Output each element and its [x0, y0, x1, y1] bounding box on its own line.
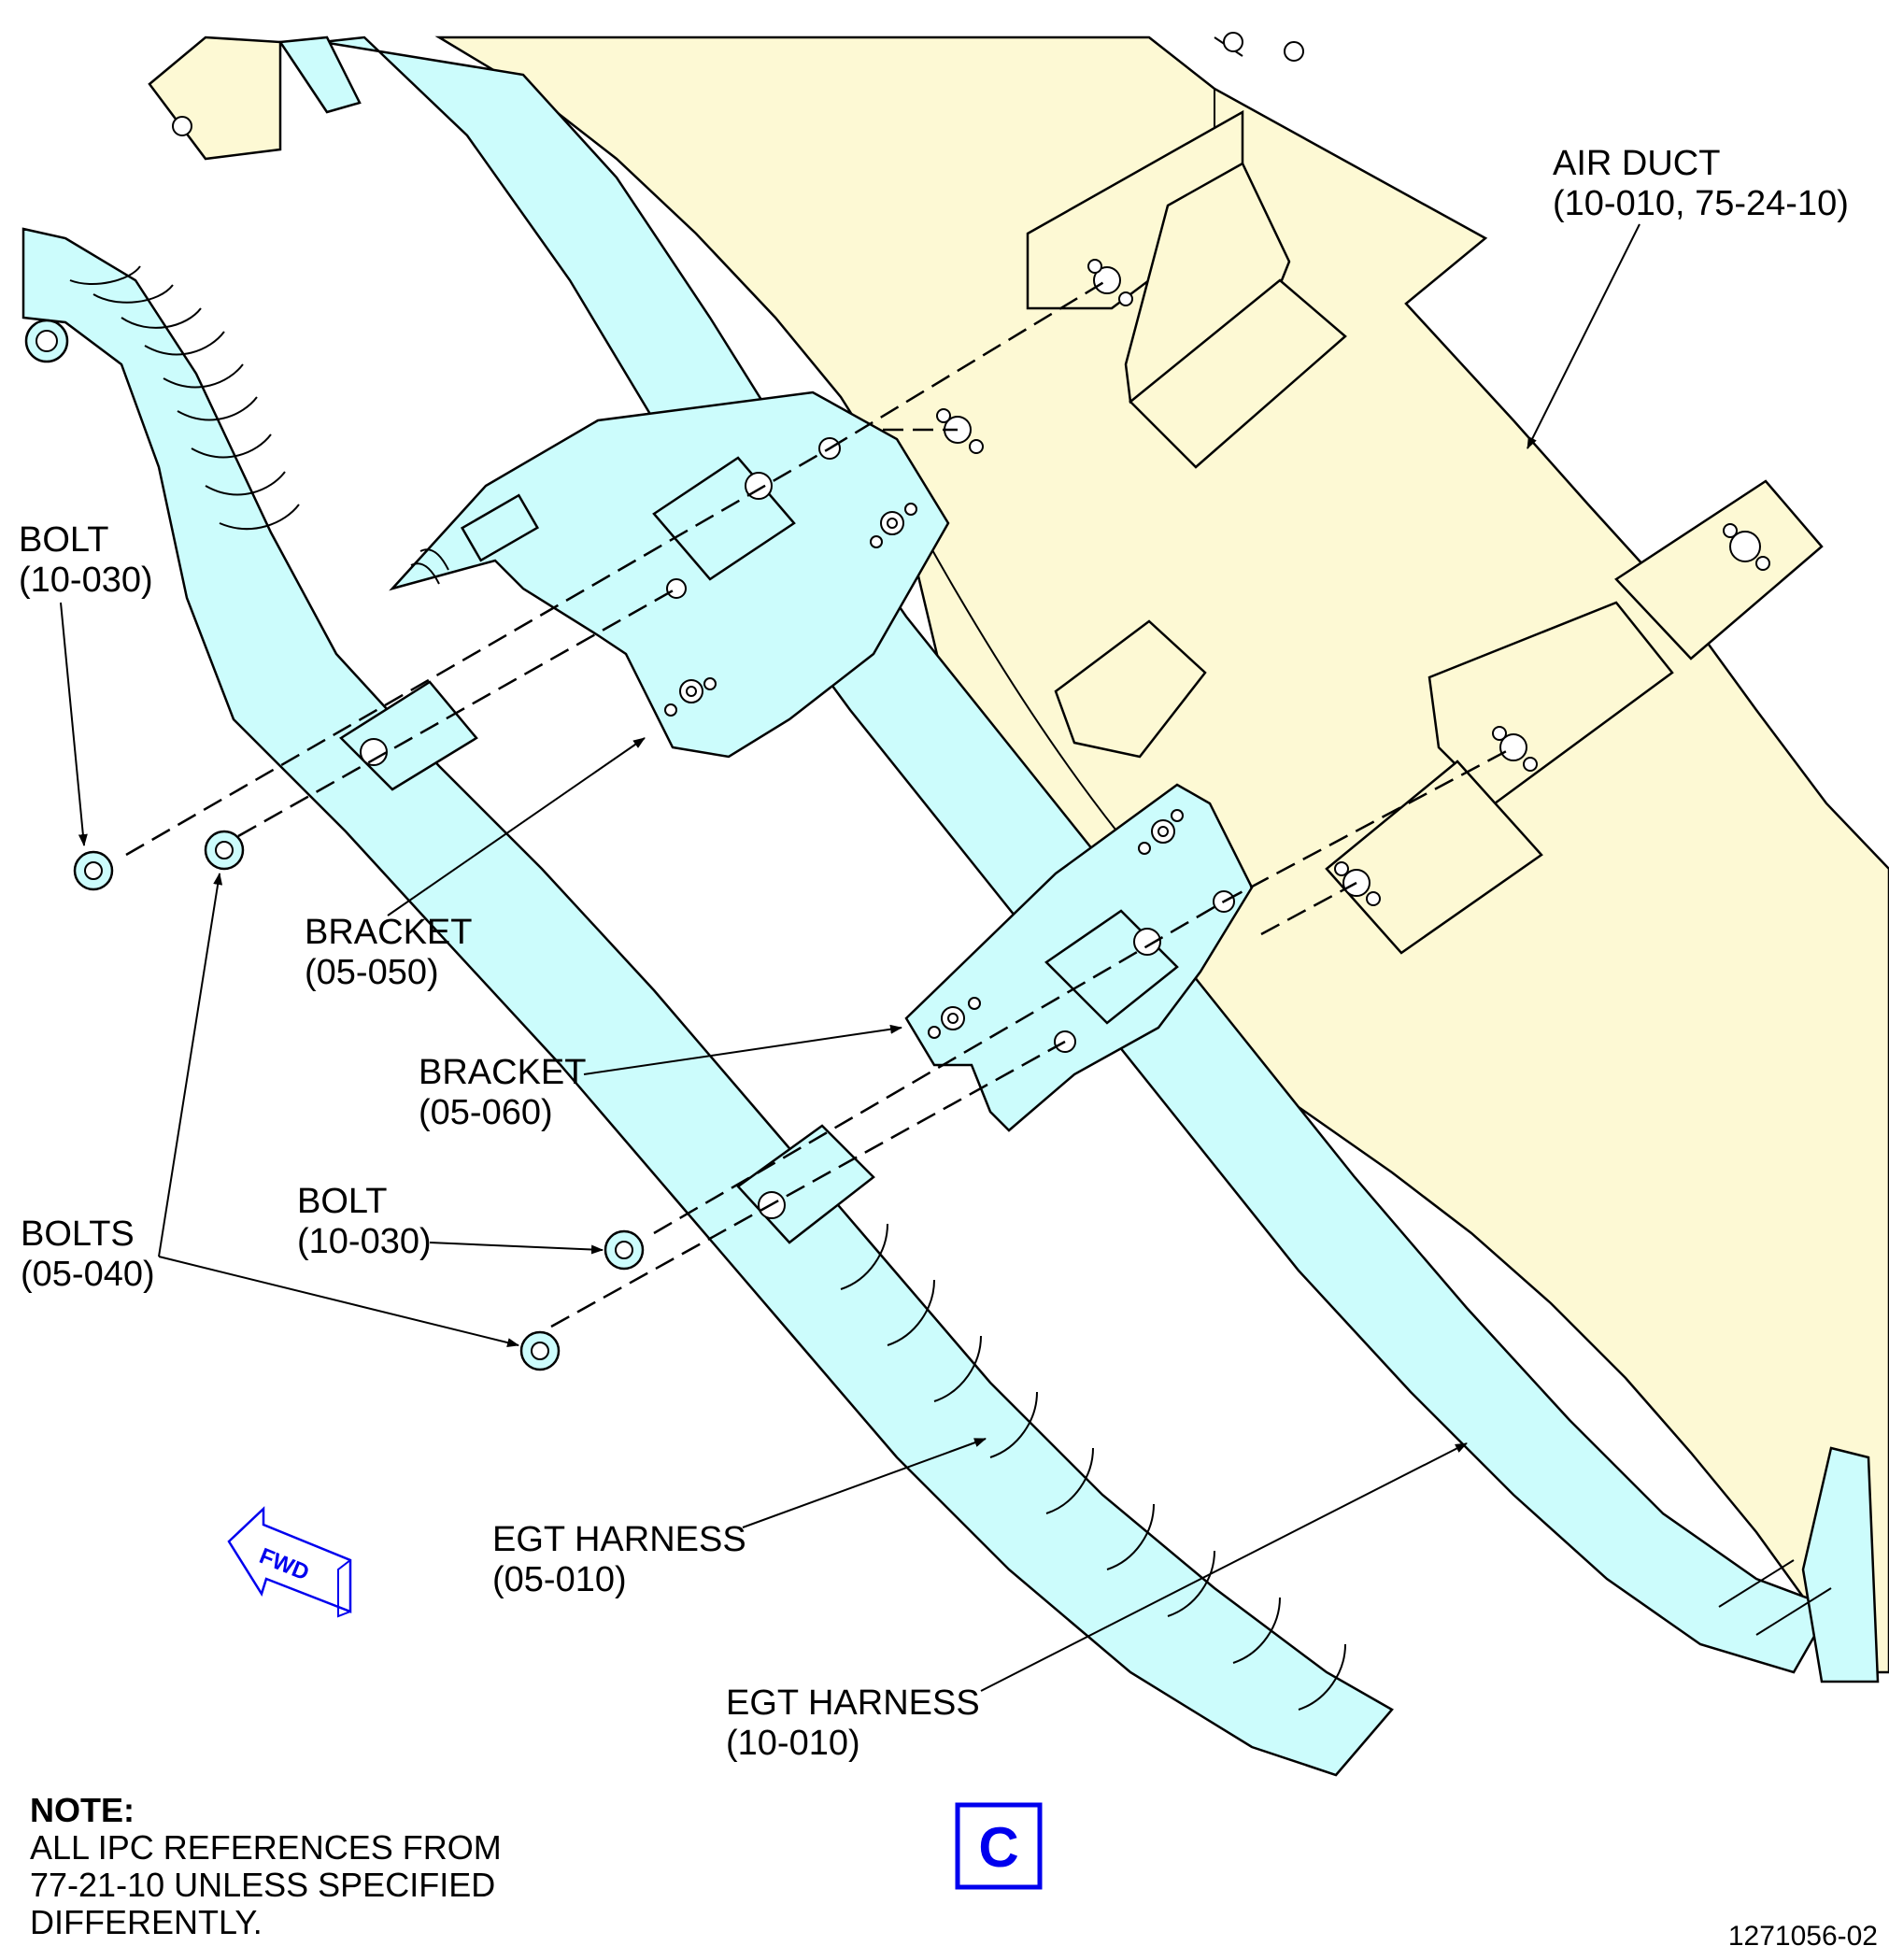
bracket-05-050 [389, 391, 950, 759]
view-letter-box: C [955, 1802, 1043, 1890]
bracket-05-060 [736, 783, 1254, 1244]
egt-harness-05-ref: (05-010) [492, 1560, 627, 1599]
bracket-050-ref: (05-050) [305, 953, 439, 992]
air-duct-label: AIR DUCT [1553, 144, 1720, 183]
bolt-mid-ref: (10-030) [297, 1222, 432, 1261]
note-heading: NOTE: [30, 1791, 135, 1829]
fwd-arrow-icon: FWD [227, 1506, 352, 1618]
bolt-05-040-bottom [519, 1330, 561, 1371]
bolts-040-ref: (05-040) [21, 1255, 155, 1294]
bolt-icons [73, 830, 645, 1371]
bolt-top-ref: (10-030) [19, 561, 153, 600]
bolt-05-040-top [204, 830, 245, 871]
air-duct-ref: (10-010, 75-24-10) [1553, 184, 1849, 223]
bracket-050-label: BRACKET [305, 913, 472, 952]
assembly-lines [125, 278, 1514, 1328]
egt-harness-05-010 [21, 227, 1394, 1777]
bolt-top-label: BOLT [19, 520, 108, 560]
note-line-2: 77-21-10 UNLESS SPECIFIED [30, 1866, 495, 1904]
bracket-060-ref: (05-060) [419, 1093, 553, 1132]
note-block: NOTE: ALL IPC REFERENCES FROM 77-21-10 U… [30, 1791, 502, 1941]
bolt-10-030-mid [604, 1229, 645, 1271]
clip-top [148, 36, 282, 161]
note-line-3: DIFFERENTLY. [30, 1903, 263, 1941]
egt-harness-10-label: EGT HARNESS [726, 1683, 980, 1723]
note-line-1: ALL IPC REFERENCES FROM [30, 1828, 502, 1867]
bracket-060-label: BRACKET [419, 1053, 586, 1092]
figure-number: 1271056-02 [1728, 1921, 1878, 1952]
egt-harness-10-ref: (10-010) [726, 1724, 860, 1763]
view-letter: C [978, 1816, 1018, 1879]
part-labels: AIR DUCT (10-010, 75-24-10) BOLT (10-030… [19, 144, 1849, 1763]
egt-harness-05-label: EGT HARNESS [492, 1520, 746, 1559]
bolt-10-030-top [73, 850, 114, 891]
bolt-mid-label: BOLT [297, 1182, 387, 1221]
leader-lines [60, 223, 1640, 1692]
bolts-040-label: BOLTS [21, 1214, 135, 1254]
